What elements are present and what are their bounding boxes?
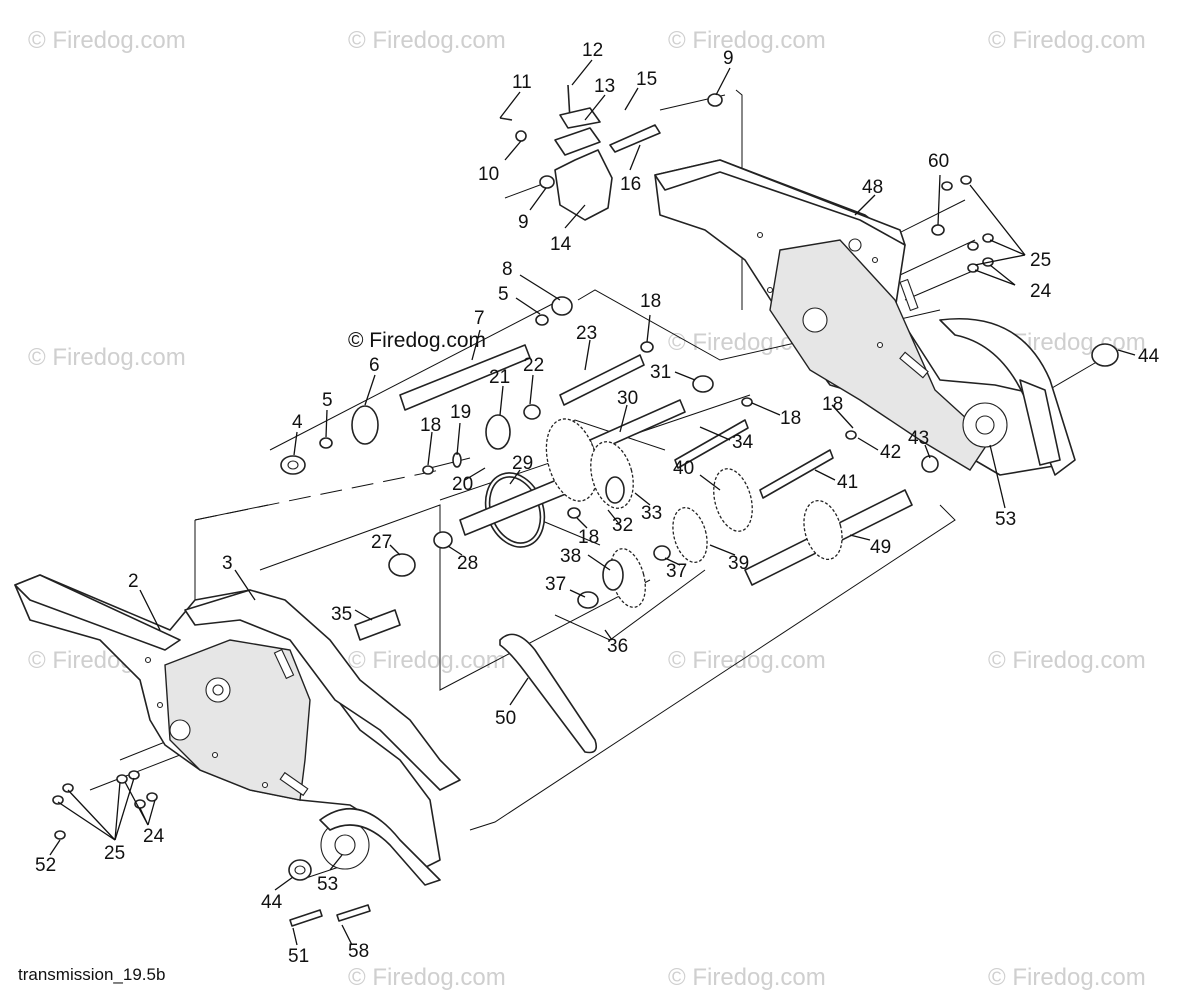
left-housing-plate: [14, 574, 461, 886]
callout-28: 28: [457, 553, 478, 574]
callout-11: 11: [512, 72, 532, 93]
callout-58: 58: [348, 941, 369, 962]
callout-52: 52: [35, 855, 56, 876]
leader-lines: [49, 59, 1136, 946]
callout-16: 16: [620, 174, 641, 195]
callout-29: 29: [512, 453, 533, 474]
watermark-layer: © Firedog.com © Firedog.com © Firedog.co…: [28, 27, 1146, 991]
callout-24: 24: [1030, 281, 1052, 302]
callout-4: 4: [292, 412, 303, 433]
diagram-caption: transmission_19.5b: [18, 965, 165, 984]
callout-3: 3: [222, 553, 233, 574]
callout-18: 18: [578, 527, 599, 548]
watermark: © Firedog.com: [28, 344, 186, 371]
sprockets: [351, 405, 843, 608]
callout-24: 24: [143, 826, 165, 847]
callout-25: 25: [104, 843, 125, 864]
callout-38: 38: [560, 546, 581, 567]
callout-42: 42: [880, 442, 901, 463]
callout-9: 9: [518, 212, 529, 233]
watermark: © Firedog.com: [668, 27, 826, 54]
callout-5: 5: [322, 390, 333, 411]
watermark: © Firedog.com: [668, 964, 826, 991]
callout-labels: 12 9 11 13 15 10 16 9 14 60 48 25 24 8 5…: [35, 40, 1160, 967]
callout-18: 18: [780, 408, 801, 429]
watermark: © Firedog.com: [988, 964, 1146, 991]
watermark: © Firedog.com: [348, 964, 506, 991]
callout-10: 10: [478, 164, 499, 185]
watermark: © Firedog.com: [28, 27, 186, 54]
callout-30: 30: [617, 388, 638, 409]
callout-18: 18: [822, 394, 843, 415]
callout-51: 51: [288, 946, 309, 967]
callout-25: 25: [1030, 250, 1051, 271]
callout-12: 12: [582, 40, 603, 61]
callout-8: 8: [502, 259, 513, 280]
callout-43: 43: [908, 428, 929, 449]
right-cover: [939, 318, 1076, 476]
callout-34: 34: [732, 432, 754, 453]
right-housing-plate: [654, 159, 1061, 476]
callout-21: 21: [489, 367, 510, 388]
callout-53: 53: [317, 874, 338, 895]
callout-48: 48: [862, 177, 883, 198]
callout-20: 20: [452, 474, 473, 495]
callout-32: 32: [612, 515, 633, 536]
callout-36: 36: [607, 636, 628, 657]
watermark: © Firedog.com: [348, 27, 506, 54]
callout-50: 50: [495, 708, 516, 729]
small-parts: [52, 84, 1119, 927]
copyright-label: © Firedog.com: [348, 329, 486, 352]
callout-22: 22: [523, 355, 544, 376]
callout-7: 7: [474, 308, 485, 329]
watermark: © Firedog.com: [348, 647, 506, 674]
callout-41: 41: [837, 472, 858, 493]
watermark: © Firedog.com: [988, 647, 1146, 674]
callout-40: 40: [673, 458, 694, 479]
callout-53: 53: [995, 509, 1016, 530]
callout-60: 60: [928, 151, 949, 172]
callout-44: 44: [1138, 346, 1160, 367]
callout-37: 37: [545, 574, 566, 595]
callout-44: 44: [261, 892, 283, 913]
callout-33: 33: [641, 503, 662, 524]
callout-35: 35: [331, 604, 352, 625]
callout-18: 18: [640, 291, 661, 312]
callout-27: 27: [371, 532, 392, 553]
watermark: © Firedog.com: [668, 647, 826, 674]
callout-49: 49: [870, 537, 891, 558]
watermark: © Firedog.com: [988, 27, 1146, 54]
callout-31: 31: [650, 362, 671, 383]
callout-18: 18: [420, 415, 441, 436]
callout-6: 6: [369, 355, 380, 376]
callout-5: 5: [498, 284, 509, 305]
callout-14: 14: [550, 234, 572, 255]
callout-23: 23: [576, 323, 597, 344]
callout-9: 9: [723, 48, 734, 69]
callout-39: 39: [728, 553, 749, 574]
callout-19: 19: [450, 402, 471, 423]
callout-37: 37: [666, 561, 687, 582]
callout-2: 2: [128, 571, 139, 592]
callout-13: 13: [594, 76, 615, 97]
callout-15: 15: [636, 69, 657, 90]
